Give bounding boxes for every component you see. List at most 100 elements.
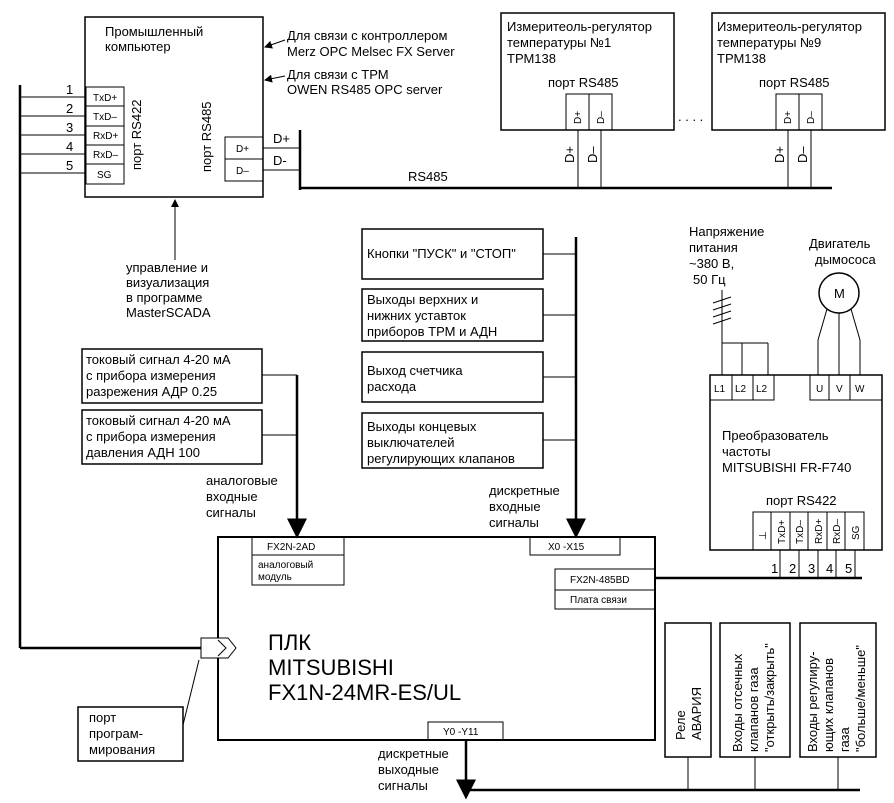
svg-text:расхода: расхода — [367, 379, 417, 394]
label-dplus: D+ — [273, 131, 290, 146]
wire-num-2: 2 — [66, 101, 73, 116]
discrete-out-label-1: дискретные — [378, 746, 449, 761]
analog-input-1: токовый сигнал 4-20 мА с прибора измерен… — [81, 348, 263, 404]
svg-text:Реле: Реле — [673, 710, 688, 740]
industrial-pc: Промышленный компьютер TxD+ TxD– RxD+ Rx… — [84, 16, 264, 198]
pc-title-2: компьютер — [105, 39, 171, 54]
note-merz-1: Для связи с контроллером — [287, 28, 448, 43]
plc-title-3: FX1N-24MR-ES/UL — [268, 680, 461, 705]
svg-text:TxD+: TxD+ — [777, 520, 788, 544]
outputs-code: Y0 -Y11 — [443, 727, 479, 738]
svg-text:D+: D+ — [772, 146, 787, 163]
scada-2: визуализация — [126, 275, 209, 290]
svg-text:V: V — [836, 384, 843, 395]
analog-module-code: FX2N-2AD — [267, 542, 315, 553]
svg-text:ТРМ138: ТРМ138 — [717, 51, 766, 66]
svg-text:W: W — [855, 384, 865, 395]
inputs-code: X0 -X15 — [548, 542, 585, 553]
pc-title-1: Промышленный — [105, 24, 203, 39]
discrete-in-label-1: дискретные — [489, 483, 560, 498]
svg-text:с прибора измерения: с прибора измерения — [86, 429, 216, 444]
svg-text:"открыть/закрыть": "открыть/закрыть" — [762, 643, 777, 752]
analog-label-2: входные — [206, 489, 258, 504]
discrete-in-label-2: входные — [489, 499, 541, 514]
regulator-9: Измеритеоль-регулятор температуры №9 ТРМ… — [711, 12, 886, 188]
svg-text:1: 1 — [771, 561, 778, 576]
regulator-1: Измеритеоль-регулятор температуры №1 ТРМ… — [500, 12, 675, 188]
svg-text:D–: D– — [795, 146, 810, 163]
motor-label-1: Двигатель — [809, 236, 871, 251]
regulators-ellipsis: . . . . — [678, 109, 703, 124]
svg-text:TxD–: TxD– — [795, 520, 806, 544]
analog-label-1: аналоговые — [206, 473, 278, 488]
pc-rs422-pins: TxD+ TxD– RxD+ RxD– SG — [86, 93, 124, 181]
svg-text:ТРМ138: ТРМ138 — [507, 51, 556, 66]
pc-rs422-wires — [20, 96, 86, 174]
output-control-valves: Входы регулиру- ющих клапанов газа "боль… — [799, 622, 877, 790]
svg-text:D+: D+ — [573, 111, 584, 124]
discrete-input-limit-switches: Выходы концевых выключателей регулирующи… — [361, 412, 544, 469]
svg-text:ющих клапанов: ющих клапанов — [821, 658, 836, 752]
svg-text:Измеритеоль-регулятор: Измеритеоль-регулятор — [507, 19, 652, 34]
svg-text:Выход счетчика: Выход счетчика — [367, 363, 463, 378]
power-2: питания — [689, 240, 738, 255]
pc-port-rs485: порт RS485 — [199, 101, 214, 172]
svg-text:приборов ТРМ и АДН: приборов ТРМ и АДН — [367, 324, 497, 339]
plc-title-2: MITSUBISHI — [268, 655, 394, 680]
pin-rxd-plus: RxD+ — [93, 131, 118, 142]
scada-1: управление и — [126, 260, 208, 275]
power-lines — [712, 290, 769, 375]
plc: FX2N-2AD аналоговый модуль X0 -X15 FX2N-… — [200, 536, 656, 741]
power-3: ~380 В, — [689, 256, 734, 271]
label-dminus: D- — [273, 153, 287, 168]
svg-text:нижних уставток: нижних уставток — [367, 308, 466, 323]
svg-text:"больше/меньше": "больше/меньше" — [853, 645, 868, 752]
wire-num-3: 3 — [66, 120, 73, 135]
svg-text:RxD+: RxD+ — [814, 519, 825, 544]
discrete-input-counter: Выход счетчика расхода — [361, 351, 544, 403]
analog-label-3: сигналы — [206, 505, 256, 520]
pin-txd-minus: TxD– — [93, 112, 117, 123]
pc-pin-dplus: D+ — [236, 144, 249, 155]
svg-text:давления АДН 100: давления АДН 100 — [86, 445, 200, 460]
svg-text:токовый сигнал 4-20 мА: токовый сигнал 4-20 мА — [86, 413, 231, 428]
note-owen-1: Для связи с ТРМ — [287, 67, 389, 82]
prog-port-pointer — [182, 659, 200, 726]
pc-port-rs422: порт RS422 — [129, 99, 144, 170]
svg-text:газа: газа — [837, 726, 852, 752]
svg-text:АВАРИЯ: АВАРИЯ — [689, 687, 704, 740]
svg-text:4: 4 — [826, 561, 833, 576]
wire-num-1: 1 — [66, 82, 73, 97]
scada-4: MasterSCADA — [126, 305, 211, 320]
svg-text:Преобразователь: Преобразователь — [722, 428, 829, 443]
svg-text:регулирующих клапанов: регулирующих клапанов — [367, 451, 515, 466]
svg-text:с прибора измерения: с прибора измерения — [86, 368, 216, 383]
motor-label-2: дымососа — [815, 252, 876, 267]
svg-text:5: 5 — [845, 561, 852, 576]
svg-text:Входы регулиру-: Входы регулиру- — [805, 651, 820, 752]
output-shutoff-valves: Входы отсечных клапанов газа "открыть/за… — [719, 622, 791, 790]
note-owen-2: OWEN RS485 OPC server — [287, 82, 443, 97]
svg-text:Измеритеоль-регулятор: Измеритеоль-регулятор — [717, 19, 862, 34]
svg-text:модуль: модуль — [258, 572, 292, 583]
motor-wires — [817, 308, 861, 375]
pin-txd-plus: TxD+ — [93, 93, 117, 104]
prog-port-3: мирования — [89, 742, 155, 757]
svg-text:2: 2 — [789, 561, 796, 576]
svg-text:клапанов газа: клапанов газа — [746, 667, 761, 752]
power-4: 50 Гц — [693, 272, 726, 287]
svg-text:порт RS485: порт RS485 — [759, 75, 830, 90]
svg-text:D–: D– — [806, 111, 817, 124]
discrete-in-label-3: сигналы — [489, 515, 539, 530]
svg-text:Выходы верхних и: Выходы верхних и — [367, 292, 478, 307]
svg-text:3: 3 — [808, 561, 815, 576]
prog-port-1: порт — [89, 710, 116, 725]
svg-text:токовый сигнал 4-20 мА: токовый сигнал 4-20 мА — [86, 352, 231, 367]
svg-text:выключателей: выключателей — [367, 435, 455, 450]
motor-symbol: M — [834, 286, 845, 301]
svg-text:D+: D+ — [562, 146, 577, 163]
svg-text:RxD–: RxD– — [832, 519, 843, 544]
svg-text:температуры №1: температуры №1 — [507, 35, 611, 50]
svg-text:Входы отсечных: Входы отсечных — [730, 653, 745, 752]
frequency-converter: L1 L2 L2 U V W Преобразователь частоты M… — [709, 374, 883, 551]
